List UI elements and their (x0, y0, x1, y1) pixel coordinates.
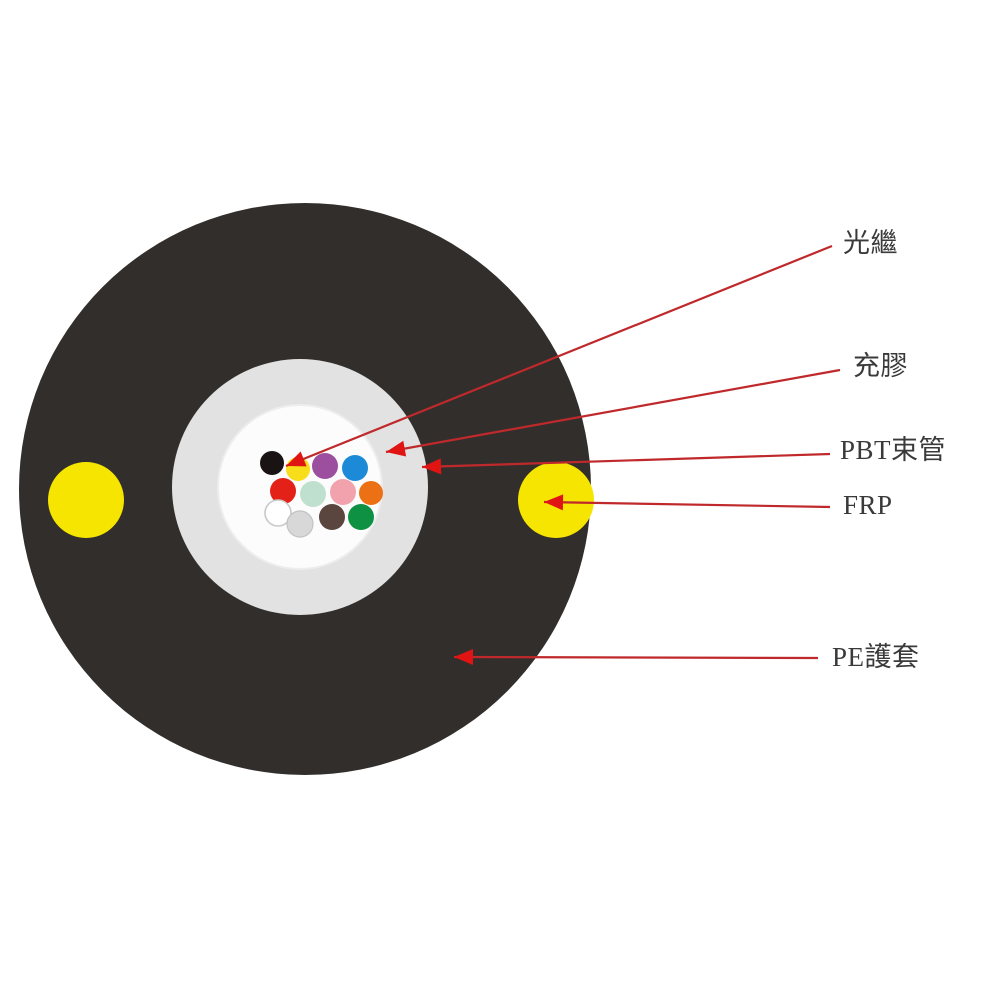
fiber-white (264, 499, 292, 527)
callout-leaders-group (285, 244, 841, 666)
leader-arrowhead-pbt-tube (422, 458, 442, 475)
fiber-blue (342, 455, 368, 481)
callout-label-pe-jacket: PE護套 (832, 642, 920, 672)
callout-label-pbt-tube: PBT束管 (840, 435, 947, 465)
callout-label-gel: 充膠 (853, 351, 908, 381)
fiber-orange (359, 481, 383, 505)
fiber-brown (319, 504, 345, 530)
callout-label-frp: FRP (843, 490, 893, 520)
leader-line-frp (543, 500, 831, 509)
leader-arrowhead-pe-jacket (454, 649, 474, 666)
fiber-green (348, 504, 374, 530)
frp-rod-left (48, 462, 124, 538)
fiber-purple (312, 453, 338, 479)
leader-arrowhead-gel (386, 440, 407, 457)
leader-line-pe-jacket (453, 655, 819, 660)
leader-arrowhead-fiber (286, 451, 307, 467)
leader-line-fiber (285, 244, 833, 468)
leader-arrowhead-frp (544, 494, 564, 511)
pbt-loose-tube (217, 404, 383, 570)
callout-label-fiber: 光繼 (843, 228, 898, 258)
fiber-light-green (300, 481, 326, 507)
leader-line-gel (385, 368, 841, 454)
optical-fibers-group (260, 451, 383, 538)
fiber-red (270, 478, 296, 504)
fiber-grey (286, 510, 314, 538)
fiber-pink (330, 479, 356, 505)
fiber-black (260, 451, 284, 475)
leader-line-pbt-tube (421, 452, 831, 469)
